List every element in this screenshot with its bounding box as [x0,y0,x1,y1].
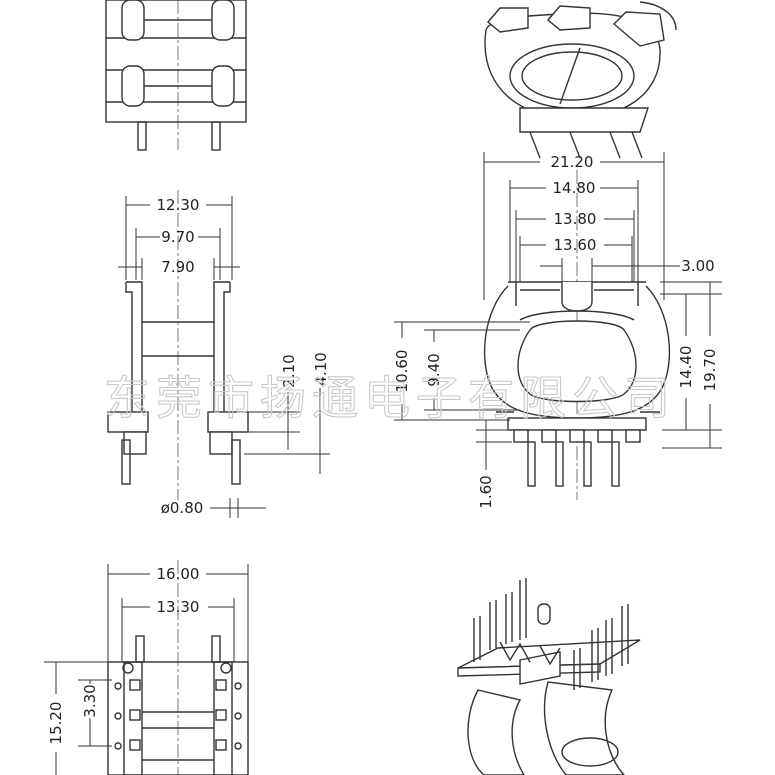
dim-pin-length: 1.60 [477,475,495,508]
dim-front-height-2: 9.40 [425,353,443,386]
dim-side-total-height: 4.10 [312,352,330,385]
top-left-side-view [105,0,247,151]
dim-front-width-1: 14.80 [553,179,596,197]
dim-front-height-3: 14.40 [677,346,695,389]
dim-side-width-1: 9.70 [161,228,194,246]
dim-bottom-inner-width: 13.30 [157,598,200,616]
dim-bottom-pin-pitch: 3.30 [81,684,99,717]
dim-side-overall-width: 12.30 [157,196,200,214]
top-right-isometric-view [484,1,677,159]
company-watermark: 东莞市扬通电子有限公司 [104,371,676,425]
dim-bottom-overall-width: 16.00 [157,565,200,583]
side-view [107,190,330,518]
dim-front-slot-width: 3.00 [681,257,714,275]
dim-bottom-overall-length: 15.20 [47,702,65,745]
bottom-view [44,560,249,775]
dim-pin-diameter: ø0.80 [161,499,204,517]
dim-side-width-2: 7.90 [161,258,194,276]
dim-front-height-1: 10.60 [393,350,411,393]
dim-front-total-height: 19.70 [701,349,719,392]
dim-front-width-2: 13.80 [554,210,597,228]
front-view [394,152,722,500]
dim-front-width-3: 13.60 [554,236,597,254]
dimension-labels: 12.30 9.70 7.90 2.10 4.10 ø0.80 21.20 14… [47,153,719,744]
dim-front-overall-width: 21.20 [551,153,594,171]
bottom-right-isometric-view [457,578,641,775]
dim-side-flange-height: 2.10 [280,354,298,387]
